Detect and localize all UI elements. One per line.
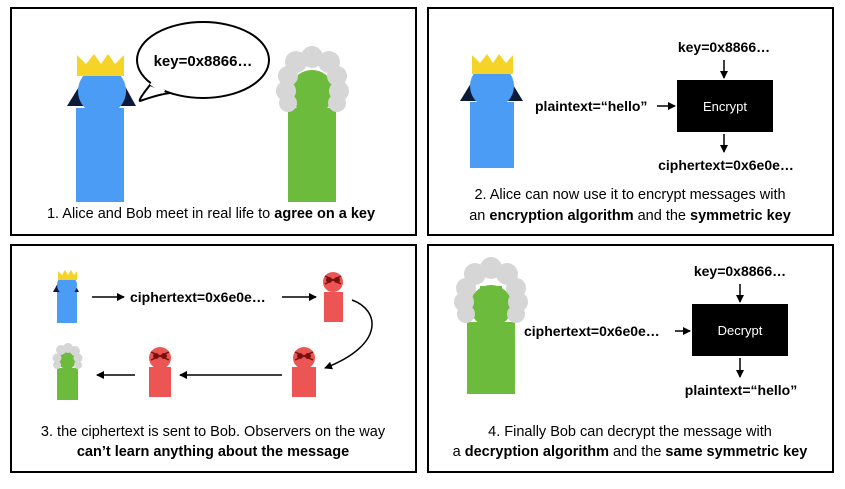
panel-1-frame	[10, 7, 417, 236]
bob-figure	[276, 46, 349, 202]
bob-figure-4	[454, 257, 528, 394]
decrypt-key-label: key=0x8866…	[694, 263, 786, 279]
panel-1-caption: 1. Alice and Bob meet in real life to ag…	[47, 206, 375, 222]
panel-4-caption-line-1: 4. Finally Bob can decrypt the message w…	[488, 424, 772, 440]
encrypt-box	[677, 80, 773, 132]
panel-2-caption-line-2: an encryption algorithm and the symmetri…	[469, 208, 791, 224]
encrypt-key-label: key=0x8866…	[678, 39, 770, 55]
bob-wig	[276, 46, 349, 112]
panel-3-caption-line-2: can’t learn anything about the message	[77, 444, 349, 460]
observer-1	[323, 272, 343, 322]
small-bob	[52, 343, 83, 400]
alice-figure-2	[460, 54, 523, 168]
panel-4-frame	[427, 244, 834, 473]
plaintext-label: plaintext=“hello”	[535, 98, 647, 114]
panel-1: key=0x8866… 1. Alice and Bob meet in rea…	[10, 7, 417, 236]
alice-figure	[67, 54, 136, 202]
alice-body	[76, 108, 124, 202]
bob-body	[288, 108, 336, 202]
panel-3: ciphertext=0x6e0e…	[10, 244, 417, 473]
ciphertext-label: ciphertext=0x6e0e…	[658, 157, 794, 173]
speech-key-text: key=0x8866…	[154, 53, 253, 70]
panel-3-caption-line-1: 3. the ciphertext is sent to Bob. Observ…	[41, 424, 386, 440]
alice-crown	[77, 54, 124, 76]
decrypt-box	[692, 304, 788, 356]
ciphertext-in-transit: ciphertext=0x6e0e…	[130, 289, 266, 305]
alice-head	[78, 67, 126, 115]
panel-4-caption-line-2: a decryption algorithm and the same symm…	[453, 444, 808, 460]
encrypt-box-label: Encrypt	[703, 99, 747, 114]
observer-3	[149, 347, 171, 397]
plaintext-result-label: plaintext=“hello”	[685, 382, 797, 398]
panel-4: key=0x8866… ciphertext=0x6e0e… Decrypt p…	[427, 244, 834, 473]
curved-arrow	[324, 299, 373, 370]
speech-bubble: key=0x8866…	[136, 21, 270, 103]
panel-3-frame	[10, 244, 417, 473]
observer-2	[292, 347, 316, 397]
small-alice	[53, 270, 79, 323]
panel-2: key=0x8866… plaintext=“hello” Encrypt ci…	[427, 7, 834, 236]
panel-2-frame	[427, 7, 834, 236]
alice-crown-2	[472, 54, 513, 74]
decrypt-box-label: Decrypt	[718, 323, 763, 338]
ciphertext-received-label: ciphertext=0x6e0e…	[524, 323, 660, 339]
panel-2-caption-line-1: 2. Alice can now use it to encrypt messa…	[474, 187, 785, 203]
